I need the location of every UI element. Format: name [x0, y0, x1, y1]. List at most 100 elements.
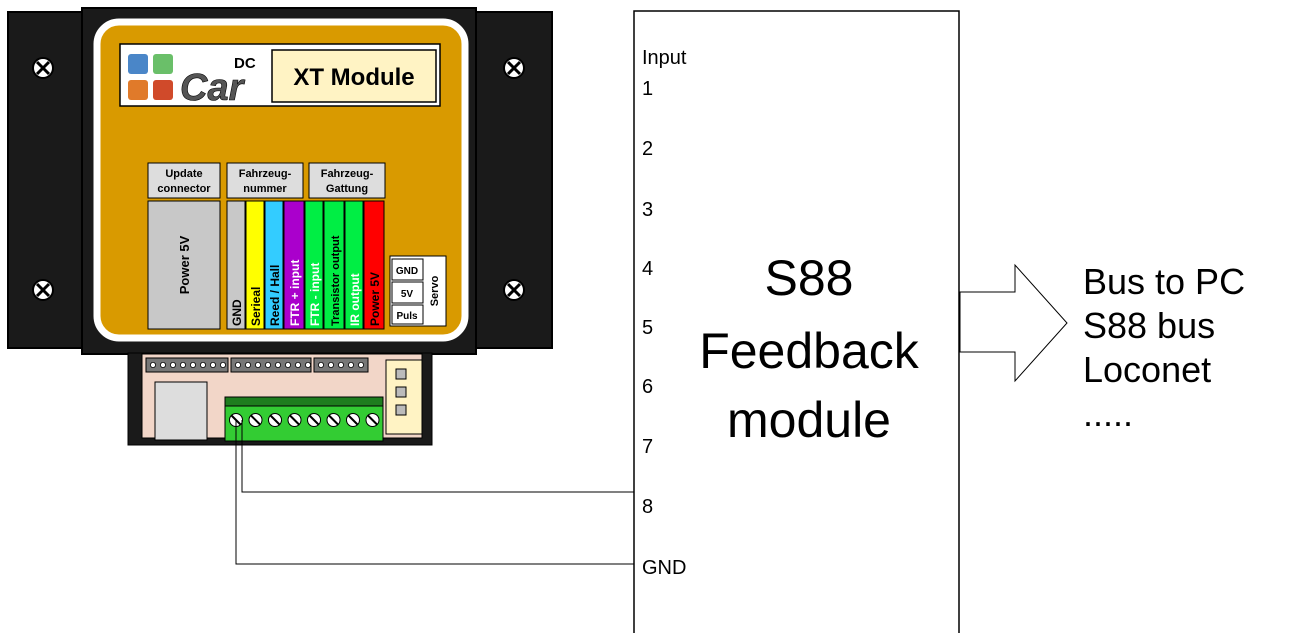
servo-puls-label: Puls	[396, 311, 418, 322]
header-row-1	[145, 357, 229, 373]
bus-line-4: .....	[1083, 393, 1133, 434]
terminal-screws	[229, 413, 380, 427]
header-pin	[179, 361, 186, 368]
header-pin	[169, 361, 176, 368]
pin-strip-reed-hall	[264, 200, 284, 330]
feedback-title-line2: Feedback	[699, 323, 920, 379]
logo-square-red	[153, 80, 173, 100]
bus-arrow-icon	[959, 263, 1068, 383]
update-power-label: Power 5V	[177, 235, 192, 294]
header-pins	[149, 361, 364, 368]
pin-label-ftr-plus: FTR + input	[288, 260, 302, 326]
pin-strip-gnd	[226, 200, 246, 330]
servo-label: Servo	[429, 275, 441, 306]
pin-label-ir-output: IR output	[348, 273, 362, 326]
module-title-box	[271, 49, 437, 103]
gnd-label: GND	[642, 557, 686, 579]
feedback-title-line3: module	[727, 392, 891, 448]
header-pin	[149, 361, 156, 368]
servo-connector-pin	[395, 386, 407, 398]
header-pin	[219, 361, 226, 368]
update-connector-header	[147, 162, 221, 199]
pin-strip-transistor	[323, 200, 345, 330]
pin-label-serieal: Serieal	[249, 287, 263, 326]
header-row-2	[230, 357, 312, 373]
wire-input-8	[241, 420, 640, 493]
fahrzeug-nummer-header	[226, 162, 304, 199]
pin-strip-ftr-plus	[283, 200, 305, 330]
servo-connector-pin	[395, 404, 407, 416]
bus-line-2: S88 bus	[1083, 305, 1215, 346]
servo-row-puls	[391, 304, 424, 325]
input-6: 6	[642, 376, 653, 398]
logo-square-blue	[128, 54, 148, 74]
bus-line-3: Loconet	[1083, 349, 1211, 390]
pin-label-ftr-minus: FTR - input	[308, 263, 322, 326]
update-header-line2: connector	[157, 183, 211, 195]
logo-brand-super: DC	[234, 55, 256, 72]
input-1: 1	[642, 78, 653, 100]
servo-gnd-label: GND	[396, 266, 418, 277]
header-pin	[264, 361, 271, 368]
header-pin	[357, 361, 364, 368]
input-header: Input	[642, 47, 687, 69]
wire-gnd	[235, 420, 640, 565]
header-pin	[317, 361, 324, 368]
screw-icon	[503, 279, 525, 301]
logo-brand: Car	[180, 67, 246, 109]
servo-row-gnd	[391, 258, 424, 281]
header-pin	[347, 361, 354, 368]
header-pin	[304, 361, 311, 368]
pin-strip-power	[363, 200, 385, 330]
wiring	[235, 420, 640, 565]
screw-icon	[32, 279, 54, 301]
servo-5v-label: 5V	[401, 289, 414, 300]
input-7: 7	[642, 436, 653, 458]
input-8: 8	[642, 496, 653, 518]
fahrzeug-nummer-line1: Fahrzeug-	[239, 168, 292, 180]
bus-targets: Bus to PC S88 bus Loconet .....	[1083, 261, 1245, 434]
header-pin	[284, 361, 291, 368]
terminal-screw-icon	[287, 413, 302, 427]
update-header-line1: Update	[165, 168, 202, 180]
header-pin	[294, 361, 301, 368]
header-pin	[234, 361, 241, 368]
servo-row-5v	[391, 281, 424, 304]
header-pin	[189, 361, 196, 368]
input-3: 3	[642, 199, 653, 221]
fahrzeug-gattung-line1: Fahrzeug-	[321, 168, 374, 180]
pin-label-reed-hall: Reed / Hall	[268, 265, 282, 326]
fahrzeug-gattung-header	[308, 162, 386, 199]
terminal-screw-icon	[346, 413, 360, 427]
module-title: XT Module	[293, 64, 414, 91]
header-pin	[159, 361, 166, 368]
terminal-screw-icon	[307, 413, 321, 427]
header-pin	[337, 361, 344, 368]
input-5: 5	[642, 317, 653, 339]
feedback-module: Input 1 2 3 4 5 6 7 8 GND S88 Feedback m…	[633, 10, 960, 633]
input-4: 4	[642, 258, 653, 280]
pin-strip-serieal	[245, 200, 265, 330]
bus-line-1: Bus to PC	[1083, 261, 1245, 302]
screw-icon	[32, 57, 54, 79]
terminal-screw-icon	[268, 413, 282, 427]
pin-label-gnd: GND	[230, 299, 244, 326]
screw-terminal-top	[224, 396, 384, 407]
screw-icon	[503, 57, 525, 79]
pin-label-transistor: Transistor output	[330, 235, 342, 326]
terminal-screw-icon	[248, 413, 263, 427]
header-pin	[209, 361, 216, 368]
pin-strip-ftr-minus	[304, 200, 324, 330]
fahrzeug-nummer-line2: nummer	[243, 183, 287, 195]
servo-connector-pin	[395, 368, 407, 380]
usb-socket	[154, 381, 208, 441]
logo-square-orange	[128, 80, 148, 100]
header-pin	[199, 361, 206, 368]
input-2: 2	[642, 138, 653, 160]
terminal-screw-icon	[365, 413, 380, 427]
feedback-title-line1: S88	[765, 250, 854, 306]
update-power-area	[147, 200, 221, 330]
feedback-module-box	[633, 10, 960, 633]
logo-square-green	[153, 54, 173, 74]
